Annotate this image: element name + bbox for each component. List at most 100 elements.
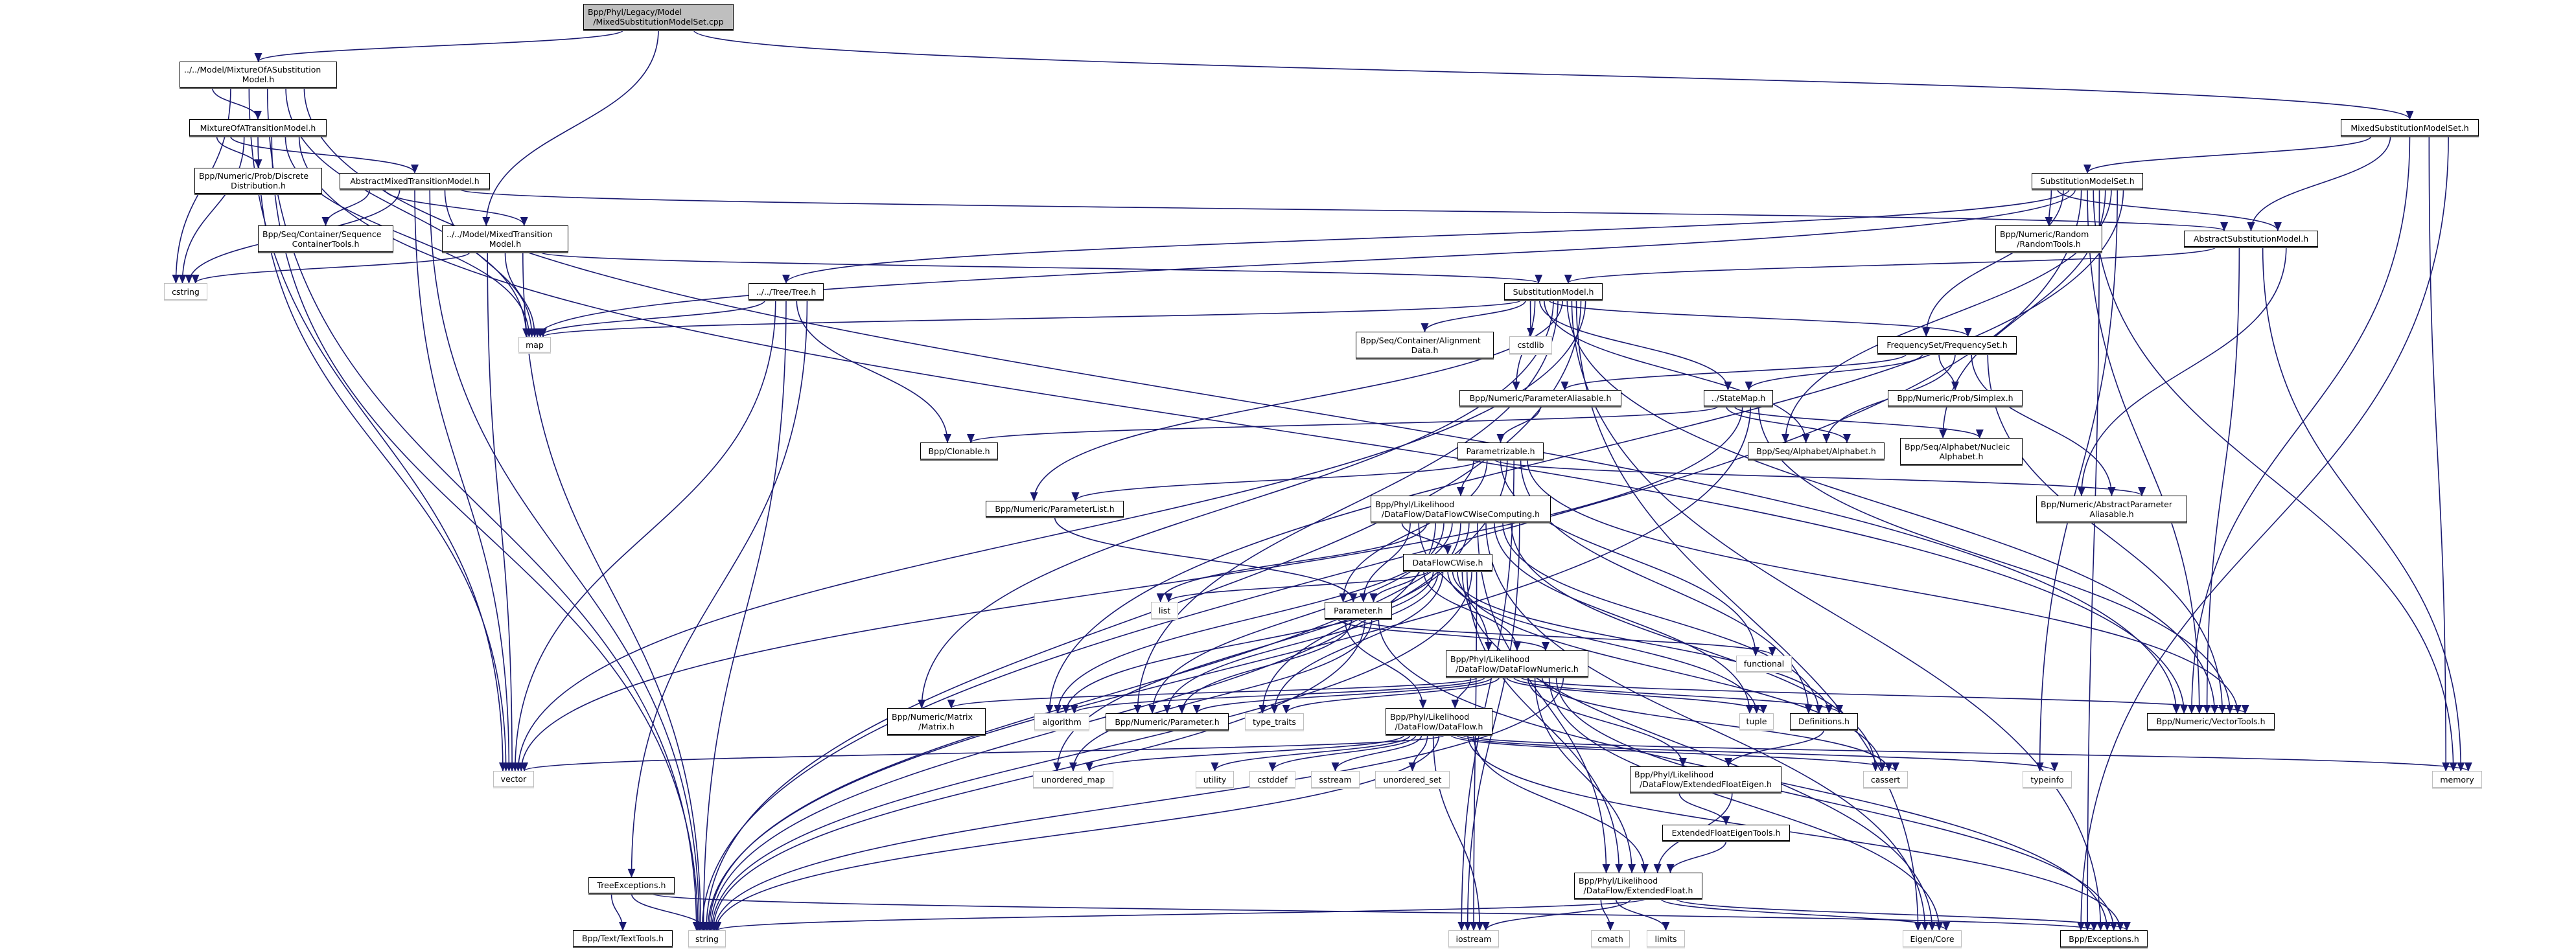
edge-dfnumeric-to-string [711, 676, 1564, 931]
edge-parametrizable-to-string [705, 459, 1508, 931]
edge-statemap-to-vectorTools [1758, 406, 2234, 714]
node-label-line: Bpp/Numeric/Prob/Discrete [199, 171, 309, 181]
edge-parametrizable-to-dfcwc [1457, 459, 1474, 496]
header-file-node[interactable]: TreeExceptions.h [588, 877, 675, 893]
edge-extFloat-to-iostream [1481, 898, 1632, 931]
edge-dataflow-to-unordered_map [1085, 734, 1405, 772]
edge-subm-to-freqset [1548, 299, 1972, 337]
edge-asm-to-memory [2262, 246, 2465, 772]
edge-mixA-to-mixT [211, 87, 262, 120]
node-label-line: Alphabet.h [1939, 451, 1984, 461]
edge-dfnumeric-to-eigen [1548, 676, 1944, 931]
system-header-node: unordered_map [1033, 771, 1113, 788]
edge-treeExc-to-string [631, 893, 709, 931]
header-file-node[interactable]: Bpp/Exceptions.h [2060, 930, 2148, 947]
header-file-node[interactable]: MixedSubstitutionModelSet.h [2341, 119, 2479, 136]
edge-dfcw-to-algorithm [1062, 570, 1434, 714]
header-file-node[interactable]: SubstitutionModel.h [1504, 283, 1603, 300]
header-file-node[interactable]: Bpp/Numeric/Prob/Simplex.h [1888, 390, 2023, 406]
header-file-node[interactable]: Parameter.h [1325, 602, 1392, 619]
node-label-line: AbstractSubstitutionModel.h [2193, 234, 2309, 244]
node-label-line: Bpp/Seq/Container/Sequence [262, 229, 382, 239]
edge-dfcw-to-list [1165, 570, 1430, 602]
header-file-node[interactable]: ExtendedFloatEigenTools.h [1662, 825, 1790, 841]
node-label-line: /DataFlow/DataFlowNumeric.h [1456, 663, 1579, 674]
node-label-line: Bpp/Phyl/Legacy/Model [588, 7, 682, 17]
node-label-line: ContainerTools.h [292, 238, 360, 249]
edge-freqset-to-statemap [1745, 353, 1923, 391]
node-label-line: Aliasable.h [2089, 509, 2134, 519]
system-header-node: vector [493, 771, 534, 787]
edge-subm-to-string [702, 299, 1582, 931]
edge-dataflow-to-extFloat [1473, 734, 1649, 873]
header-file-node[interactable]: AbstractSubstitutionModel.h [2184, 231, 2318, 247]
node-label-line: Eigen/Core [1910, 934, 1955, 944]
header-file-node[interactable]: Bpp/Numeric/Random/RandomTools.h [1995, 225, 2102, 252]
header-file-node[interactable]: Bpp/Text/TextTools.h [573, 930, 673, 946]
header-file-node[interactable]: AbstractMixedTransitionModel.h [340, 173, 490, 189]
node-label-line: Bpp/Clonable.h [928, 446, 990, 456]
header-file-node[interactable]: MixtureOfATransitionModel.h [189, 119, 327, 136]
header-file-node[interactable]: Bpp/Phyl/Likelihood/DataFlow/DataFlowNum… [1446, 650, 1588, 677]
edge-freqset-to-paramAli [1561, 353, 1907, 391]
header-file-node[interactable]: Bpp/Seq/Alphabet/Alphabet.h [1748, 442, 1885, 459]
edge-sms-to-string [698, 189, 2082, 931]
node-label-line: ../../Model/MixtureOfASubstitution [184, 65, 321, 74]
edge-sms-to-exceptions [2083, 189, 2100, 931]
header-file-node[interactable]: Bpp/Numeric/ParameterAliasable.h [1459, 390, 1621, 406]
header-file-node[interactable]: DataFlowCWise.h [1403, 554, 1492, 571]
header-file-node[interactable]: Bpp/Numeric/Parameter.h [1106, 713, 1229, 730]
edge-dfcwc-to-definitions [1502, 521, 1823, 714]
edge-mixTM-to-cstring [191, 251, 470, 284]
system-header-node: cmath [1591, 930, 1630, 947]
node-label-line: Bpp/Phyl/Likelihood [1579, 876, 1658, 886]
system-header-node: map [518, 337, 551, 352]
edge-mixT-to-amtm [229, 135, 419, 174]
header-file-node[interactable]: ../StateMap.h [1704, 390, 1773, 406]
edge-msms-to-exceptions [2077, 135, 2449, 931]
header-file-node[interactable]: Parametrizable.h [1457, 442, 1544, 459]
header-file-node[interactable]: ../../Tree/Tree.h [748, 283, 824, 300]
edge-dataflow-to-memory [1461, 734, 2472, 772]
edge-mixT-to-vector [257, 135, 510, 772]
edge-asm-to-vectorTools [2203, 246, 2240, 714]
edge-subm-to-vector [514, 299, 1586, 772]
header-file-node[interactable]: Bpp/Phyl/Likelihood/DataFlow/DataFlow.h [1386, 708, 1492, 735]
node-label-line: Bpp/Phyl/Likelihood [1634, 770, 1714, 779]
edge-statemap-to-alphabet [1725, 406, 1851, 443]
header-file-node[interactable]: SubstitutionModelSet.h [2032, 173, 2143, 189]
header-file-node[interactable]: Definitions.h [1790, 713, 1858, 729]
node-label-line: Data.h [1411, 345, 1439, 355]
system-header-node: iostream [1448, 930, 1499, 947]
edge-dfnumeric-to-numParameter [1192, 676, 1493, 714]
header-file-node[interactable]: Bpp/Phyl/Likelihood/DataFlow/ExtendedFlo… [1630, 766, 1781, 792]
node-label-line: iostream [1456, 934, 1492, 944]
header-file-node[interactable]: Bpp/Phyl/Likelihood/DataFlow/DataFlowCWi… [1371, 496, 1551, 522]
header-file-node[interactable]: FrequencySet/FrequencySet.h [1877, 336, 2017, 354]
system-header-node: tuple [1739, 713, 1774, 729]
edge-parametrizable-to-iostream [1457, 459, 1514, 931]
root-file-node: Bpp/Phyl/Legacy/Model/MixedSubstitutionM… [583, 4, 734, 30]
edge-dfnumeric-to-matrix [947, 676, 1479, 709]
header-file-node[interactable]: Bpp/Phyl/Likelihood/DataFlow/ExtendedFlo… [1574, 873, 1702, 899]
edge-freqset-to-vectorTools [1987, 353, 2227, 714]
header-file-node[interactable]: Bpp/Numeric/Matrix/Matrix.h [887, 708, 986, 735]
edge-amtm-to-asm [459, 189, 2227, 231]
header-file-node[interactable]: Bpp/Numeric/VectorTools.h [2147, 713, 2275, 729]
header-file-node[interactable]: Bpp/Numeric/ParameterList.h [986, 501, 1124, 517]
node-label-line: MixedSubstitutionModelSet.h [2350, 122, 2469, 133]
edge-root-to-mixTM [482, 29, 659, 226]
header-file-node[interactable]: Bpp/Clonable.h [920, 442, 998, 459]
edge-extFloat-to-string [714, 898, 1647, 931]
node-label-line: sstream [1319, 774, 1352, 785]
edge-dfnumeric-to-dataflow [1451, 676, 1472, 709]
